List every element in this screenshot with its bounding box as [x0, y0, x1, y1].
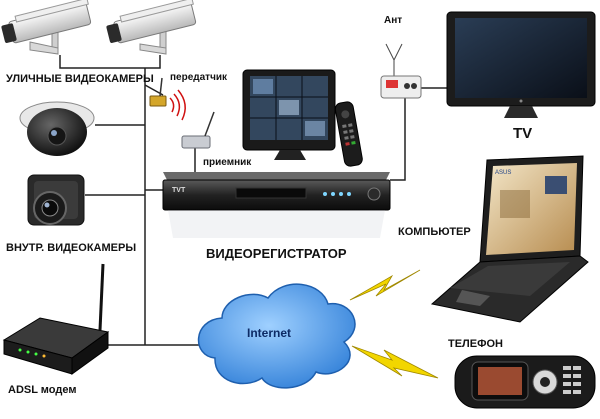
lightning-bolts — [349, 269, 439, 379]
dvr-label: ВИДЕОРЕГИСТРАТОР — [206, 246, 347, 261]
receiver-label: приемник — [203, 157, 252, 168]
dvr-recorder: TVT — [162, 172, 391, 238]
street-camera-2 — [106, 0, 197, 55]
adsl-modem — [2, 263, 110, 375]
mobile-phone — [454, 355, 596, 409]
internet-cloud — [197, 283, 356, 389]
street-camera-1 — [1, 0, 92, 55]
phone-label: ТЕЛЕФОН — [448, 338, 503, 350]
transmitter-label: передатчик — [170, 72, 228, 83]
tv-label: TV — [513, 125, 533, 142]
laptop: ASUS — [430, 155, 589, 323]
modem-label: ADSL модем — [8, 384, 77, 396]
box-camera — [27, 174, 85, 226]
street-cameras-label: УЛИЧНЫЕ ВИДЕОКАМЕРЫ — [6, 73, 154, 85]
wire-street-camera-1 — [59, 55, 145, 69]
wire-dvr-antenna-box — [390, 98, 406, 181]
tv-set — [446, 11, 596, 118]
dome-camera — [19, 101, 95, 156]
lightning-bolt-phone — [351, 345, 439, 379]
receiver-device — [181, 111, 215, 149]
indoor-cameras-label: ВНУТР. ВИДЕОКАМЕРЫ — [6, 242, 137, 254]
remote-control — [334, 101, 363, 167]
laptop-brand: ASUS — [495, 170, 511, 176]
internet-label: Internet — [247, 326, 292, 340]
antenna-label: Ант — [384, 15, 403, 26]
transmitter-device — [149, 77, 186, 121]
cctv-monitor — [242, 69, 336, 160]
wiring — [59, 55, 448, 346]
antenna-switch-box — [380, 43, 422, 99]
lightning-bolt-computer — [349, 269, 421, 301]
computer-label: КОМПЬЮТЕР — [398, 226, 471, 238]
dvr-badge: TVT — [172, 187, 186, 194]
wire-street-camera-2 — [145, 55, 161, 69]
